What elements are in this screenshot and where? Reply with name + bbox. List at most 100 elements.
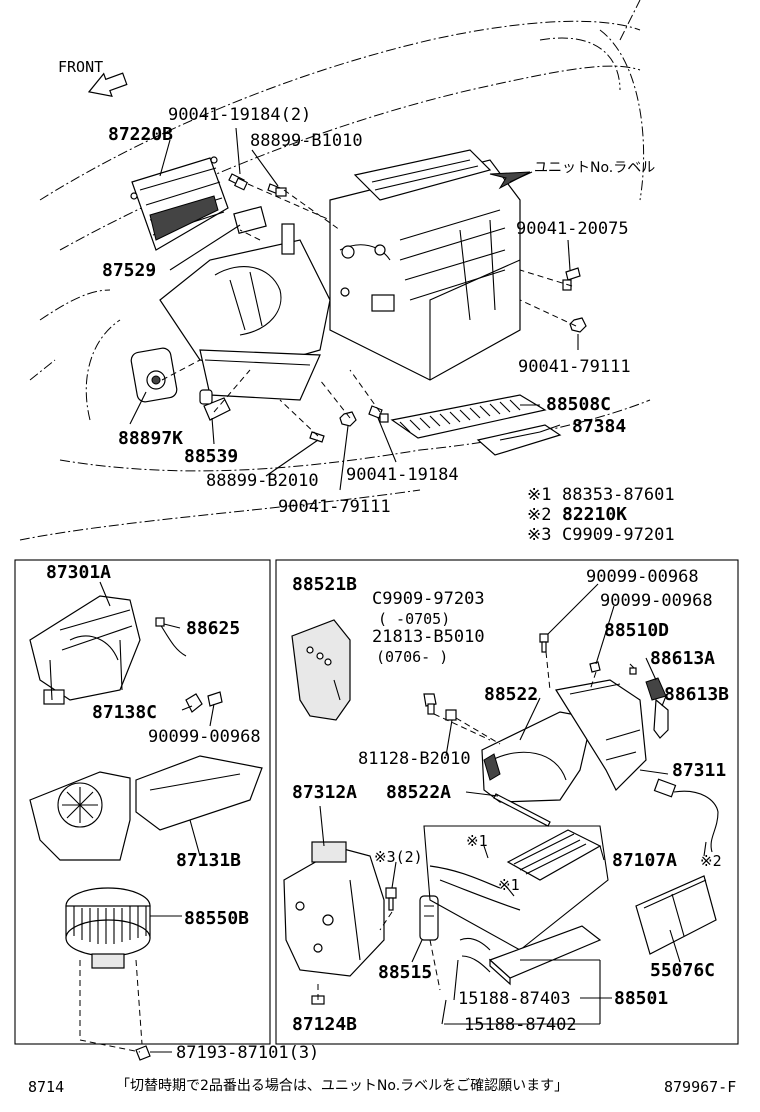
hvac-unit [329, 149, 521, 381]
range-label: (0706- ) [376, 648, 448, 666]
part-90041-20075: 90041-20075 [516, 219, 629, 239]
note-part: 88353-87601 [562, 485, 675, 505]
valve-88515 [419, 895, 439, 941]
evaporator-88501 [459, 925, 602, 986]
range-label: ( -0705) [378, 610, 450, 628]
part-c9909-97203: C9909-97203 [372, 589, 485, 609]
part-87312a: 87312A [292, 782, 357, 803]
clip-icon [445, 709, 457, 721]
note-mark-1: ※1 [498, 876, 520, 894]
part-88522a: 88522A [386, 782, 451, 803]
part-88501: 88501 [614, 988, 668, 1009]
part-90041-19184-2: 90041-19184(2) [168, 105, 311, 125]
assembly-lines-left [79, 959, 143, 1053]
bolt-icon [562, 267, 581, 291]
case-87131b [29, 755, 263, 861]
part-90041-79111-a: 90041-79111 [518, 357, 631, 377]
bolt-icon [228, 173, 249, 191]
note-mark-3-2: ※3(2) [374, 848, 423, 866]
sensor-wire-87311 [653, 778, 719, 853]
notes-list: ※1 88353-87601 ※2 82210K ※3 C9909-97201 [527, 485, 675, 545]
case-87312a [283, 841, 385, 977]
part-87131b: 87131B [176, 850, 241, 871]
unit-label-arrow-icon [489, 171, 533, 190]
pad-55076c [635, 875, 717, 955]
part-88515: 88515 [378, 962, 432, 983]
part-88613b: 88613B [664, 684, 729, 705]
cover-87384 [476, 424, 562, 456]
part-21813-b5010: 21813-B5010 [372, 627, 485, 647]
bracket-88613b [653, 698, 669, 739]
front-label: FRONT [58, 58, 103, 76]
part-87384: 87384 [572, 416, 626, 437]
note-mark: ※1 [527, 485, 551, 505]
part-88899-b1010: 88899-B1010 [250, 131, 363, 151]
note-mark-2: ※2 [700, 852, 722, 870]
note-part: 82210K [562, 504, 627, 525]
seal-88521b [291, 619, 351, 721]
note-mark-1: ※1 [466, 832, 488, 850]
right-subassembly-box [275, 559, 739, 1045]
unit-label-note: ユニットNo.ラベル [534, 160, 655, 176]
front-arrow-icon [87, 72, 128, 98]
part-87107a: 87107A [612, 850, 677, 871]
duct-87220b [130, 156, 229, 251]
housing-88522 [481, 679, 647, 803]
label-card-87529 [233, 205, 267, 235]
clip-icon [629, 667, 637, 675]
part-88539: 88539 [184, 446, 238, 467]
left-subassembly-box [14, 559, 271, 1045]
part-15188-87403: 15188-87403 [458, 989, 571, 1009]
part-87124b: 87124B [292, 1014, 357, 1035]
blower-fan-88550b [65, 887, 151, 969]
part-88625: 88625 [186, 618, 240, 639]
heater-core-87107a [423, 825, 609, 951]
wire-88625 [155, 617, 187, 657]
part-90099-00968-b: 90099-00968 [600, 591, 713, 611]
case-87301a [29, 595, 141, 705]
leader-lines-right [319, 583, 707, 1025]
note-part: C9909-97201 [562, 525, 675, 545]
part-87193-87101-3: 87193-87101(3) [176, 1043, 319, 1063]
nut-icon [339, 411, 357, 427]
part-15188-87402: 15188-87402 [464, 1015, 577, 1035]
filter-88508c [390, 394, 547, 439]
leader-lines-top [129, 127, 579, 491]
part-87220b: 87220B [108, 124, 173, 145]
gasket-88897k [130, 347, 178, 403]
part-88613a: 88613A [650, 648, 715, 669]
part-88508c: 88508C [546, 394, 611, 415]
part-88897k: 88897K [118, 428, 183, 449]
part-87311: 87311 [672, 760, 726, 781]
part-88521b: 88521B [292, 574, 357, 595]
bolt-icon [309, 431, 325, 443]
assembly-lines-top [161, 183, 577, 437]
part-90099-00968-a: 90099-00968 [586, 567, 699, 587]
part-55076c: 55076C [650, 960, 715, 981]
clip-87138c [185, 691, 223, 713]
part-87138c: 87138C [92, 702, 157, 723]
bolt-icon [423, 693, 437, 715]
part-88550b: 88550B [184, 908, 249, 929]
part-81128-b2010: 81128-B2010 [358, 749, 471, 769]
part-87301a: 87301A [46, 562, 111, 583]
blower-housing [159, 223, 331, 401]
part-87529: 87529 [102, 260, 156, 281]
bracket-88613a [645, 677, 667, 701]
footer-code-left: 8714 [28, 1078, 64, 1096]
bolt-icon [539, 633, 549, 653]
bolt-icon [368, 405, 389, 423]
part-90099-00968: 90099-00968 [148, 727, 261, 747]
part-88522: 88522 [484, 684, 538, 705]
bolt-icon [385, 887, 397, 911]
footer-note: 「切替時期で2品番出る場合は、ユニットNo.ラベルをご確認願います」 [116, 1078, 568, 1094]
assembly-lines-right [317, 651, 597, 1000]
leader-lines-left [99, 581, 215, 1053]
part-90041-79111-b: 90041-79111 [278, 497, 391, 517]
note-mark: ※3 [527, 525, 551, 545]
note-mark: ※2 [527, 505, 551, 525]
part-88899-b2010: 88899-B2010 [206, 471, 319, 491]
part-90041-19184: 90041-19184 [346, 465, 459, 485]
footer-code-right: 879967-F [664, 1078, 736, 1096]
